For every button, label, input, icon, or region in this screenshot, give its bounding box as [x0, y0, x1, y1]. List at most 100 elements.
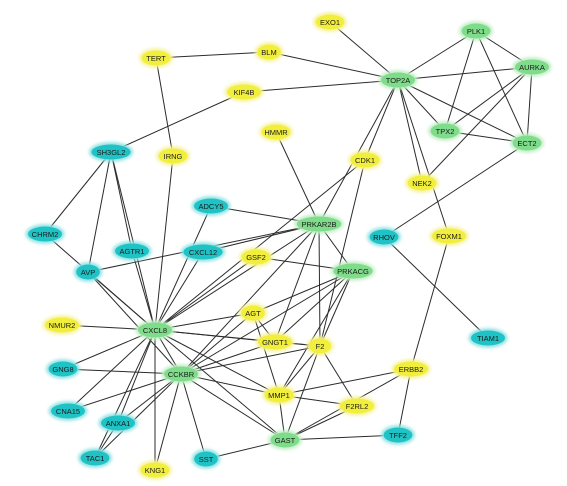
- edge-sh3gl2-avp: [87, 151, 112, 273]
- node-ellipse: [91, 144, 131, 160]
- node-plk1[interactable]: PLK1: [459, 21, 493, 41]
- node-label: ANXA1: [106, 419, 131, 428]
- node-adcy5[interactable]: ADCY5: [191, 196, 231, 216]
- node-ect2[interactable]: ECT2: [510, 133, 544, 153]
- node-ellipse: [76, 264, 100, 280]
- node-agtr1[interactable]: AGTR1: [112, 241, 152, 261]
- node-agt[interactable]: AGT: [238, 303, 268, 323]
- node-ellipse: [241, 305, 265, 321]
- node-gng8[interactable]: GNG8: [46, 359, 80, 379]
- edge-agt-mmp1: [252, 312, 280, 396]
- node-label: CCKBR: [168, 370, 195, 379]
- node-avp[interactable]: AVP: [73, 262, 103, 282]
- edge-plk1-top2a: [397, 30, 477, 81]
- node-ellipse: [45, 317, 79, 333]
- node-cna15[interactable]: CNA15: [48, 401, 88, 421]
- edge-mmp1-erbb2: [278, 368, 412, 396]
- node-chrm2[interactable]: CHRM2: [25, 224, 65, 244]
- node-f2rl2[interactable]: F2RL2: [337, 396, 377, 416]
- node-nmur2[interactable]: NMUR2: [42, 315, 82, 335]
- node-label: TOP2A: [386, 76, 410, 85]
- node-gsf2[interactable]: GSF2: [239, 247, 273, 267]
- edge-aurka-top2a: [397, 66, 533, 81]
- node-ellipse: [51, 403, 85, 419]
- edge-f2-cckbr: [180, 345, 321, 375]
- edge-sh3gl2-cxcl8: [110, 151, 156, 331]
- node-foxm1[interactable]: FOXM1: [429, 226, 469, 246]
- node-sh3gl2[interactable]: SH3GL2: [88, 142, 134, 162]
- node-ellipse: [158, 148, 188, 164]
- node-irng[interactable]: IRNG: [156, 146, 190, 166]
- edge-top2a-nek2: [397, 79, 423, 184]
- node-label: ECT2: [517, 139, 536, 148]
- node-ellipse: [164, 366, 198, 382]
- node-ellipse: [394, 361, 428, 377]
- node-tff2[interactable]: TFF2: [381, 425, 415, 445]
- node-tpx2[interactable]: TPX2: [428, 121, 462, 141]
- edge-cckbr-gast: [180, 373, 286, 441]
- node-ellipse: [140, 462, 170, 478]
- node-rhov[interactable]: RHOV: [367, 227, 401, 247]
- node-ellipse: [432, 228, 466, 244]
- node-gngt1[interactable]: GNGT1: [255, 332, 295, 352]
- node-ellipse: [194, 451, 218, 467]
- edge-adcy5-cxcl8: [154, 205, 212, 331]
- node-label: KIF4B: [234, 88, 255, 97]
- edge-kif4b-top2a: [243, 79, 399, 93]
- node-label: HMMR: [264, 128, 288, 137]
- node-blm[interactable]: BLM: [254, 42, 284, 62]
- edge-cdk1-cxcl8: [154, 159, 366, 331]
- node-prkacg[interactable]: PRKACG: [330, 261, 376, 281]
- node-gast[interactable]: GAST: [268, 430, 302, 450]
- edge-top2a-cdk1: [364, 79, 399, 161]
- node-ellipse: [261, 124, 291, 140]
- node-erbb2[interactable]: ERBB2: [391, 359, 431, 379]
- edge-prkacg-cckbr: [180, 270, 354, 375]
- node-hmmr[interactable]: HMMR: [259, 122, 293, 142]
- node-ellipse: [115, 243, 149, 259]
- edge-avp-cckbr: [87, 271, 182, 375]
- node-label: ERBB2: [399, 365, 424, 374]
- node-cxcl8[interactable]: CXCL8: [135, 320, 175, 340]
- node-kng1[interactable]: KNG1: [138, 460, 172, 480]
- node-ellipse: [340, 398, 374, 414]
- edge-erbb2-tff2: [397, 368, 412, 436]
- edge-prkacg-gngt1: [274, 270, 354, 343]
- node-label: TFF2: [389, 431, 407, 440]
- node-kif4b[interactable]: KIF4B: [224, 82, 264, 102]
- node-nek2[interactable]: NEK2: [405, 173, 439, 193]
- node-cxcl12[interactable]: CXCL12: [180, 242, 226, 262]
- edge-aurka-tpx2: [444, 66, 533, 132]
- edge-cckbr-gng8: [62, 368, 182, 375]
- node-cdk1[interactable]: CDK1: [348, 150, 382, 170]
- node-prkar2b[interactable]: PRKAR2B: [294, 214, 344, 234]
- node-ellipse: [257, 44, 281, 60]
- node-tert[interactable]: TERT: [139, 48, 173, 68]
- edge-cckbr-tac1: [94, 373, 182, 459]
- node-label: AVP: [81, 268, 95, 277]
- node-label: RHOV: [373, 233, 395, 242]
- node-aurka[interactable]: AURKA: [512, 57, 552, 77]
- edge-cxcl8-tac1: [94, 329, 156, 459]
- node-top2a[interactable]: TOP2A: [378, 70, 418, 90]
- node-anxa1[interactable]: ANXA1: [98, 413, 138, 433]
- node-ellipse: [381, 72, 415, 88]
- node-cckbr[interactable]: CCKBR: [161, 364, 201, 384]
- edge-agtr1-cxcl8: [131, 250, 156, 331]
- edge-avp-cxcl8: [87, 271, 156, 331]
- node-tac1[interactable]: TAC1: [78, 448, 112, 468]
- node-sst[interactable]: SST: [191, 449, 221, 469]
- node-label: AGT: [245, 309, 261, 318]
- node-label: EXO1: [320, 18, 340, 27]
- node-tiam1[interactable]: TIAM1: [468, 328, 508, 348]
- node-label: CDK1: [355, 156, 375, 165]
- node-ellipse: [383, 427, 413, 443]
- edge-cxcl8-mmp1: [154, 329, 280, 396]
- node-label: PLK1: [467, 27, 485, 36]
- node-exo1[interactable]: EXO1: [313, 12, 347, 32]
- node-mmp1[interactable]: MMP1: [262, 385, 296, 405]
- node-label: GNG8: [52, 365, 73, 374]
- edge-cckbr-kng1: [154, 373, 182, 471]
- node-f2[interactable]: F2: [306, 336, 334, 356]
